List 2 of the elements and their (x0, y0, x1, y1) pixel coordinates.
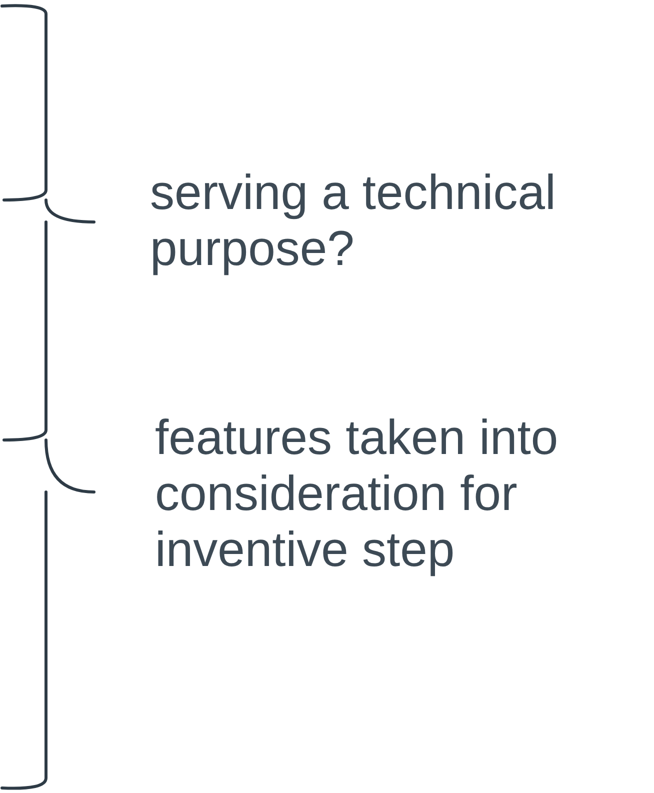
bracket-label: features taken into consideration for inventive step (155, 410, 560, 578)
bracket-label: serving a technical purpose? (150, 165, 557, 277)
